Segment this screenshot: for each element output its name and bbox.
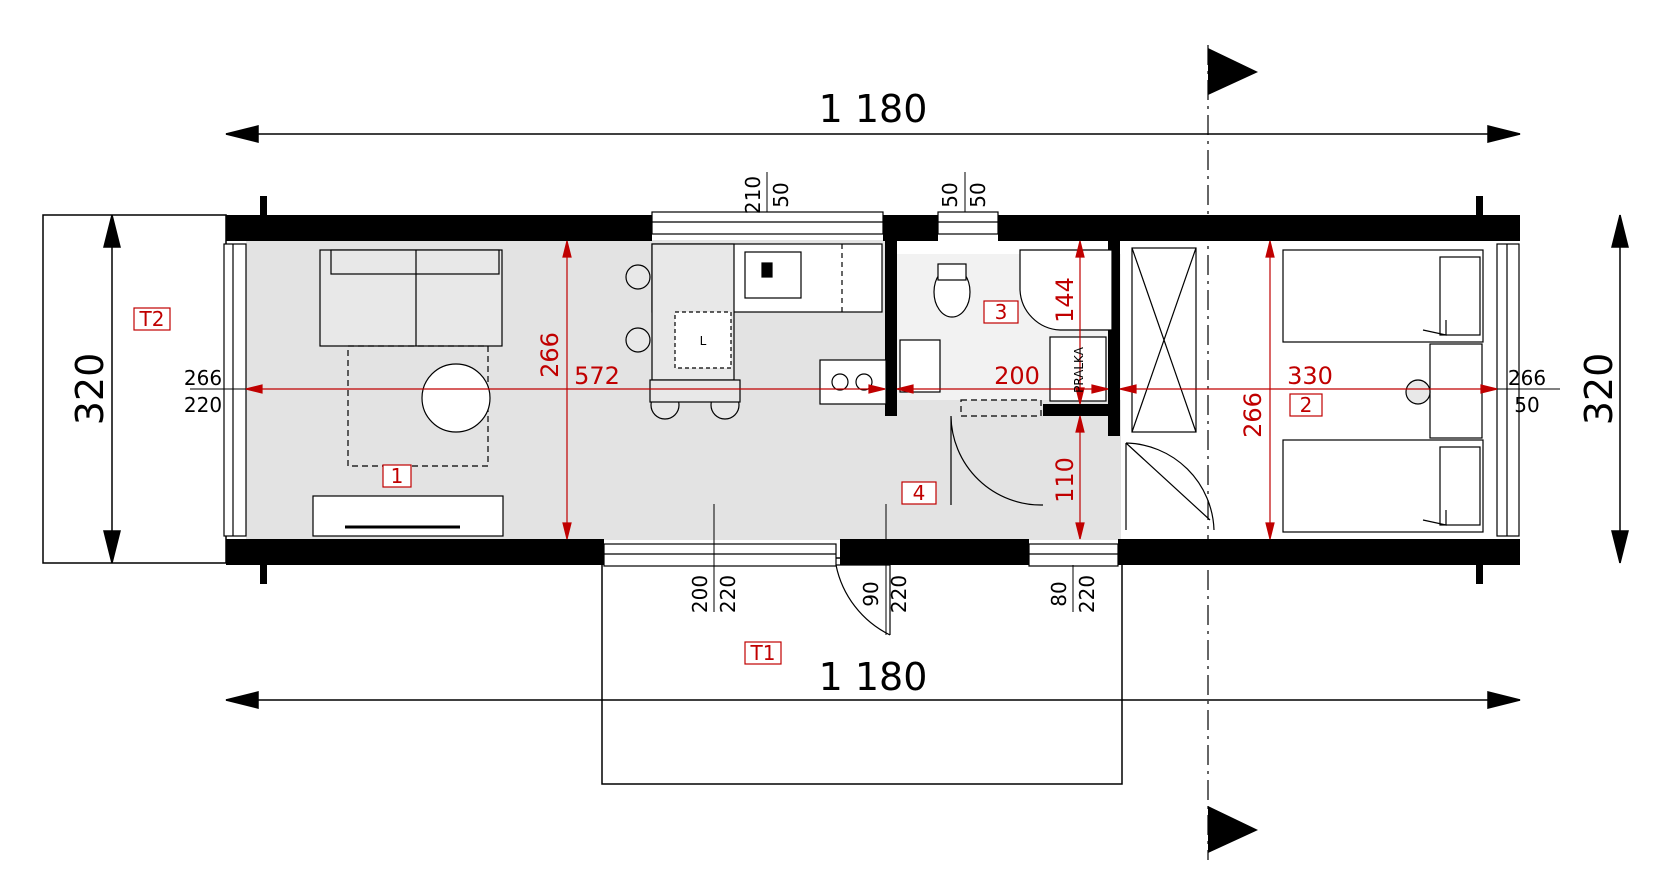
section-arrow-top: [1208, 48, 1258, 95]
window-bath: [937, 211, 999, 235]
tv-stand: [312, 495, 504, 537]
chair: [1405, 379, 1431, 405]
window-kitchen: [651, 211, 884, 235]
wardrobe: [1131, 247, 1197, 433]
dim-height-left: 320: [68, 353, 112, 426]
dim-kitchen-window-a: 210: [741, 176, 765, 214]
room-label-terrace-side: T2: [139, 307, 165, 331]
washbasin: [899, 339, 941, 393]
living-furniture: [312, 249, 504, 537]
room-label-bedroom: 2: [1300, 393, 1313, 417]
cooktop: [819, 359, 887, 405]
dim-height-right: 320: [1577, 353, 1621, 426]
dim-hall-window-b: 220: [1075, 575, 1099, 613]
window-left: [223, 243, 247, 537]
dim-entry-door-b: 220: [887, 575, 911, 613]
dim-bath-shower: 144: [1051, 277, 1079, 323]
dim-entry-door-a: 90: [859, 581, 883, 606]
dim-terrace-window-a: 200: [688, 575, 712, 613]
dim-right-window-top: 266: [1508, 366, 1546, 390]
entry-door: [835, 564, 891, 636]
exterior-walls: [226, 196, 1520, 584]
dim-total-top: 1 180: [819, 87, 928, 131]
dim-right-window-bottom: 50: [1514, 393, 1539, 417]
kitchen-sink: [744, 251, 802, 299]
room-label-terrace-front: T1: [750, 641, 776, 665]
kitchen: [625, 243, 887, 420]
dim-hall-depth: 110: [1051, 457, 1079, 503]
window-terrace: [603, 543, 837, 567]
dim-bath-window-a: 50: [938, 182, 962, 207]
section-axis: [1207, 45, 1258, 860]
section-arrow-bottom: [1208, 806, 1258, 853]
fridge-label: L: [700, 334, 707, 348]
overall-dims: [103, 125, 1629, 709]
dim-bath-window-b: 50: [966, 182, 990, 207]
terrace-front: [601, 557, 1123, 785]
dim-living-length: 572: [574, 362, 620, 390]
room-label-living: 1: [391, 464, 404, 488]
dim-bath-length: 200: [994, 362, 1040, 390]
dim-bedroom-height: 266: [1239, 392, 1267, 438]
doors: [835, 415, 1215, 636]
bath-door: [950, 415, 1044, 506]
dim-left-window-top: 266: [184, 366, 222, 390]
bathroom-fixtures: [899, 249, 1113, 417]
dim-kitchen-window-b: 50: [769, 182, 793, 207]
dim-living-height: 266: [536, 332, 564, 378]
dim-bedroom-length: 330: [1287, 362, 1333, 390]
windows: [223, 211, 1520, 567]
bedroom-door: [1125, 442, 1215, 531]
chair: [625, 264, 651, 290]
fridge: [674, 311, 732, 369]
room-labels: [133, 300, 1323, 665]
room-label-hall: 4: [913, 481, 926, 505]
nightstand: [1429, 343, 1483, 439]
chair: [625, 327, 651, 353]
dim-total-bottom: 1 180: [819, 655, 928, 699]
washer-label: PRALKA: [1072, 346, 1086, 393]
dim-hall-window-a: 80: [1047, 581, 1071, 606]
shower: [1019, 249, 1113, 331]
window-right: [1496, 243, 1520, 537]
dim-left-window-bottom: 220: [184, 393, 222, 417]
room-label-bathroom: 3: [995, 300, 1008, 324]
interior-dim-lines: [245, 240, 1498, 540]
bedroom-furniture: [1282, 249, 1484, 533]
coffee-table: [421, 363, 491, 433]
window-hall: [1028, 543, 1119, 567]
dim-terrace-window-b: 220: [716, 575, 740, 613]
